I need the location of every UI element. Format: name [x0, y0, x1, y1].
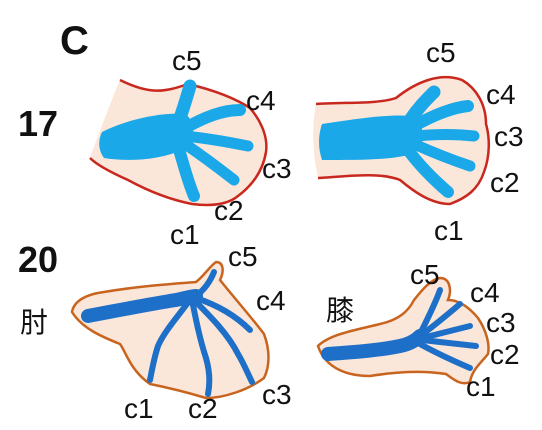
stage20-hindlimb-label-c3: c3	[486, 307, 516, 338]
stage20-hindlimb-joint-label: 膝	[326, 294, 354, 327]
stage20-hindlimb-label-c5: c5	[410, 259, 440, 290]
stage17-forelimb-label-c3: c3	[262, 153, 292, 184]
stage17-hindlimb-label-c4: c4	[486, 79, 516, 110]
stage17-hindlimb-label-c1: c1	[434, 215, 464, 246]
stage17-forelimb: c5 c4 c3 c2 c1	[90, 45, 292, 250]
stage20-forelimb-label-c4: c4	[256, 285, 286, 316]
stage20-forelimb-label-c5: c5	[228, 241, 258, 272]
stage20-forelimb-label-c2: c2	[188, 393, 218, 424]
stage-number-17: 17	[18, 103, 58, 144]
stage17-forelimb-label-c2: c2	[214, 195, 244, 226]
stage17-forelimb-label-c4: c4	[246, 85, 276, 116]
stage20-forelimb-joint-label: 肘	[20, 306, 48, 339]
stage17-hindlimb: c5 c4 c3 c2 c1	[313, 37, 523, 246]
stage17-hindlimb-label-c5: c5	[426, 37, 456, 68]
stage17-hindlimb-digit-c3	[416, 135, 474, 137]
stage17-forelimb-label-c5: c5	[172, 45, 202, 76]
panel-letter: C	[60, 19, 89, 63]
stage17-hindlimb-label-c2: c2	[490, 167, 520, 198]
stage20-hindlimb-label-c4: c4	[470, 277, 500, 308]
stage20-hindlimb: 膝 c5 c4 c3 c2 c1	[318, 259, 520, 402]
stage20-hindlimb-label-c1: c1	[466, 371, 496, 402]
stage20-forelimb: 肘 c5 c4 c3 c2 c1	[20, 241, 292, 424]
stage20-hindlimb-label-c2: c2	[490, 339, 520, 370]
stage20-forelimb-label-c3: c3	[262, 379, 292, 410]
stage17-hindlimb-label-c3: c3	[494, 121, 524, 152]
stage-number-20: 20	[18, 239, 58, 280]
stage17-forelimb-label-c1: c1	[170, 219, 200, 250]
stage20-forelimb-label-c1: c1	[124, 393, 154, 424]
